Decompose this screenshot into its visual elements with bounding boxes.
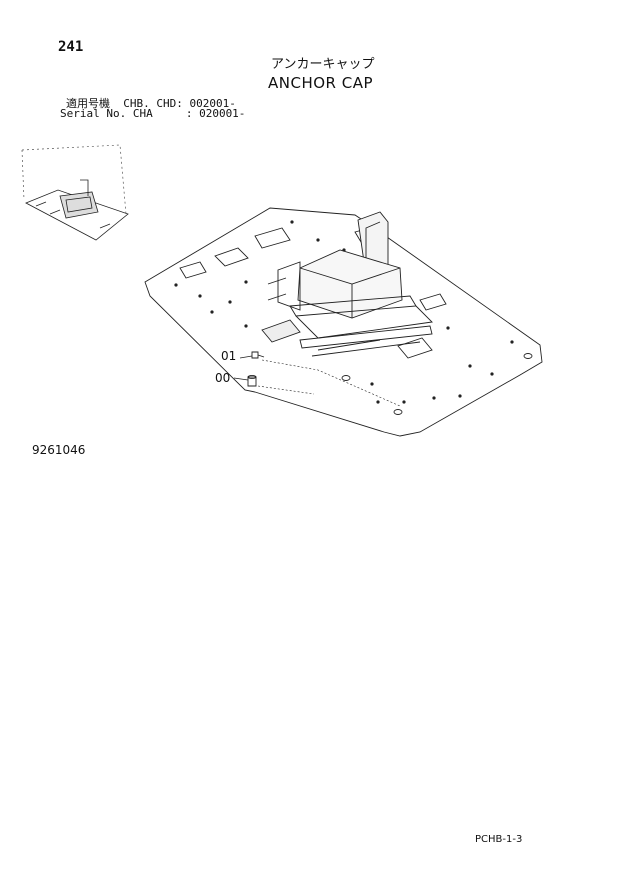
callout-label-00: 00 (215, 371, 231, 385)
drawing-number: 9261046 (32, 443, 86, 457)
bolt-part-01 (251, 351, 259, 359)
serial-number-line: Serial No. CHA : 020001- (60, 107, 246, 120)
page-code: PCHB-1-3 (475, 834, 523, 845)
applicable-machines-line: 適用号機 CHB. CHD: 002001- (66, 97, 236, 110)
title-japanese: アンカーキャップ (271, 57, 375, 72)
page-number: 241 (58, 39, 84, 55)
title-english: ANCHOR CAP (268, 74, 374, 92)
seat-box (297, 249, 403, 319)
base-plate-outline (144, 207, 543, 437)
anchor-cap-part-00 (247, 376, 257, 387)
callout-label-01: 01 (221, 349, 237, 363)
